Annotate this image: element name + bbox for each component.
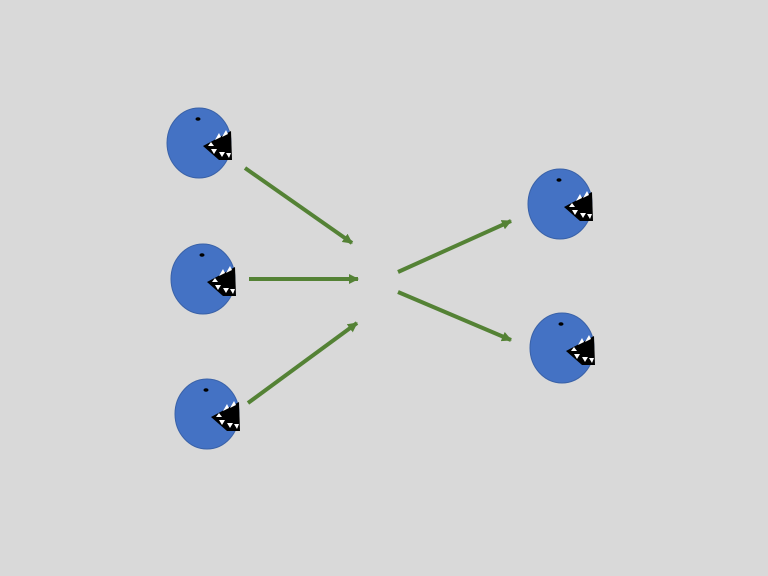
creature-mouth bbox=[207, 267, 236, 296]
creature-eye bbox=[195, 117, 201, 121]
creature-teeth bbox=[216, 401, 239, 429]
arrows-group bbox=[243, 166, 512, 405]
creatures-group bbox=[166, 107, 595, 450]
creature-teeth bbox=[208, 130, 231, 158]
creature-teeth bbox=[571, 335, 594, 363]
creature-input-1 bbox=[166, 107, 232, 179]
creature-output-2 bbox=[529, 312, 595, 384]
creature-teeth bbox=[212, 266, 235, 294]
creature-teeth bbox=[569, 191, 592, 219]
creature-mouth bbox=[203, 131, 232, 160]
arrow-center-to-output-1 bbox=[397, 219, 512, 274]
creature-eye bbox=[558, 322, 564, 326]
creature-eye bbox=[199, 253, 205, 257]
creature-eye bbox=[556, 178, 562, 182]
creature-eye bbox=[203, 388, 209, 392]
arrow-center-to-output-2 bbox=[397, 290, 512, 342]
creature-input-2 bbox=[170, 243, 236, 315]
creature-mouth bbox=[211, 402, 240, 431]
arrow-input-3-to-center bbox=[246, 321, 359, 405]
creature-mouth bbox=[564, 192, 593, 221]
arrow-input-1-to-center bbox=[243, 166, 354, 245]
creature-input-3 bbox=[174, 378, 240, 450]
creature-output-1 bbox=[527, 168, 593, 240]
creature-mouth bbox=[566, 336, 595, 365]
